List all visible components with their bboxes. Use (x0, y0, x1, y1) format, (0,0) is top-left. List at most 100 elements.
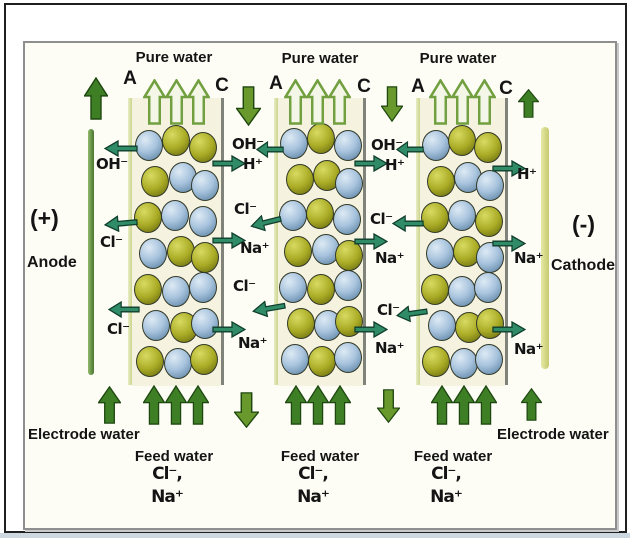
resin-bead-blue (333, 204, 361, 235)
resin-bead-olive (284, 236, 312, 267)
resin-bead-blue (191, 170, 219, 201)
ion-right-arrow-icon (354, 155, 388, 172)
resin-bead-olive (287, 308, 315, 339)
flow-up-arrow-icon (84, 77, 108, 120)
flow-up-arrow-icon (518, 89, 539, 118)
resin-bead-blue (281, 344, 309, 375)
resin-bead-blue (448, 276, 476, 307)
membrane-label-c: C (499, 78, 513, 99)
resin-bead-olive (475, 206, 503, 237)
feed-water-ions: Cl⁻, (431, 464, 462, 484)
resin-bead-blue (450, 348, 478, 379)
feed-water-ions: Cl⁻, (152, 464, 183, 484)
resin-bead-olive (141, 166, 169, 197)
ion-label: Cl⁻ (233, 277, 256, 295)
pure-water-flow-arrow-icon (328, 79, 351, 125)
resin-bead-olive (306, 198, 334, 229)
cathode-symbol: (-) (572, 211, 595, 237)
feed-water-ions: Na⁺ (430, 487, 463, 507)
electrode-water-label-right: Electrode water (497, 426, 609, 443)
feed-water-ions: Na⁺ (297, 487, 330, 507)
resin-bead-blue (142, 310, 170, 341)
ion-left-arrow-icon (251, 297, 287, 320)
pure-water-label: Pure water (281, 50, 359, 67)
ion-right-arrow-icon (492, 235, 526, 252)
membrane-label-a: A (269, 73, 283, 94)
flow-up-arrow-icon (143, 385, 165, 425)
flow-down-arrow-icon (377, 389, 400, 423)
ion-left-arrow-icon (108, 301, 140, 318)
ion-label: Cl⁻ (377, 301, 400, 319)
ion-label: Na⁺ (375, 339, 405, 357)
pure-water-label: Pure water (419, 50, 497, 67)
ion-left-arrow-icon (396, 141, 424, 158)
ion-label: Na⁺ (514, 340, 544, 358)
resin-bead-blue (139, 238, 167, 269)
ion-left-arrow-icon (248, 210, 283, 234)
anode-label: Anode (27, 254, 77, 271)
resin-bead-olive (286, 164, 314, 195)
ion-left-arrow-icon (395, 303, 429, 324)
flow-up-arrow-icon (453, 385, 475, 425)
pure-water-label: Pure water (135, 49, 213, 66)
resin-bead-blue (334, 130, 362, 161)
ion-label: OH⁻ (96, 155, 128, 173)
anion-membrane (274, 98, 278, 385)
pure-water-flow-arrow-icon (429, 79, 452, 125)
electrode-water-label-left: Electrode water (28, 426, 140, 443)
resin-bead-olive (307, 123, 335, 154)
resin-bead-blue (189, 206, 217, 237)
resin-bead-blue (162, 276, 190, 307)
ion-left-arrow-icon (104, 140, 138, 157)
ion-label: Na⁺ (375, 249, 405, 267)
cathode-label: Cathode (551, 257, 615, 274)
resin-bead-olive (427, 166, 455, 197)
flow-up-arrow-icon (187, 385, 209, 425)
resin-bead-olive (422, 346, 450, 377)
resin-bead-olive (136, 346, 164, 377)
ion-left-arrow-icon (392, 215, 424, 232)
ion-label: Na⁺ (514, 249, 544, 267)
ion-label: Cl⁻ (107, 320, 130, 338)
feed-water-ions: Na⁺ (151, 487, 184, 507)
ion-right-arrow-icon (492, 321, 526, 338)
membrane-label-c: C (357, 76, 371, 97)
resin-bead-blue (189, 272, 217, 303)
ion-label: Na⁺ (238, 334, 268, 352)
resin-bead-olive (421, 274, 449, 305)
resin-bead-blue (448, 200, 476, 231)
resin-bead-blue (428, 310, 456, 341)
resin-bead-blue (335, 168, 363, 199)
ion-left-arrow-icon (256, 141, 284, 158)
pure-water-flow-arrow-icon (473, 79, 496, 125)
ion-label: Na⁺ (240, 239, 270, 257)
resin-bead-blue (280, 128, 308, 159)
feed-water-label: Feed water (413, 448, 493, 465)
flow-up-arrow-icon (98, 386, 121, 424)
resin-bead-blue (279, 200, 307, 231)
resin-bead-blue (161, 200, 189, 231)
flow-up-arrow-icon (165, 385, 187, 425)
anode-electrode (88, 129, 94, 375)
resin-bead-olive (189, 132, 217, 163)
resin-bead-olive (134, 274, 162, 305)
ion-label: OH⁻ (371, 136, 403, 154)
flow-down-arrow-icon (236, 86, 261, 126)
pure-water-flow-arrow-icon (187, 79, 210, 125)
resin-bead-olive (474, 132, 502, 163)
resin-bead-olive (167, 236, 195, 267)
feed-water-ions: Cl⁻, (298, 464, 329, 484)
ion-right-arrow-icon (212, 155, 246, 172)
resin-bead-olive (448, 125, 476, 156)
resin-bead-blue (334, 342, 362, 373)
resin-bead-olive (134, 202, 162, 233)
ion-left-arrow-icon (103, 214, 138, 234)
ion-label: H⁺ (243, 155, 263, 173)
resin-bead-blue (164, 348, 192, 379)
resin-bead-blue (191, 308, 219, 339)
resin-bead-olive (335, 240, 363, 271)
pure-water-flow-arrow-icon (165, 79, 188, 125)
anion-membrane (128, 98, 132, 385)
